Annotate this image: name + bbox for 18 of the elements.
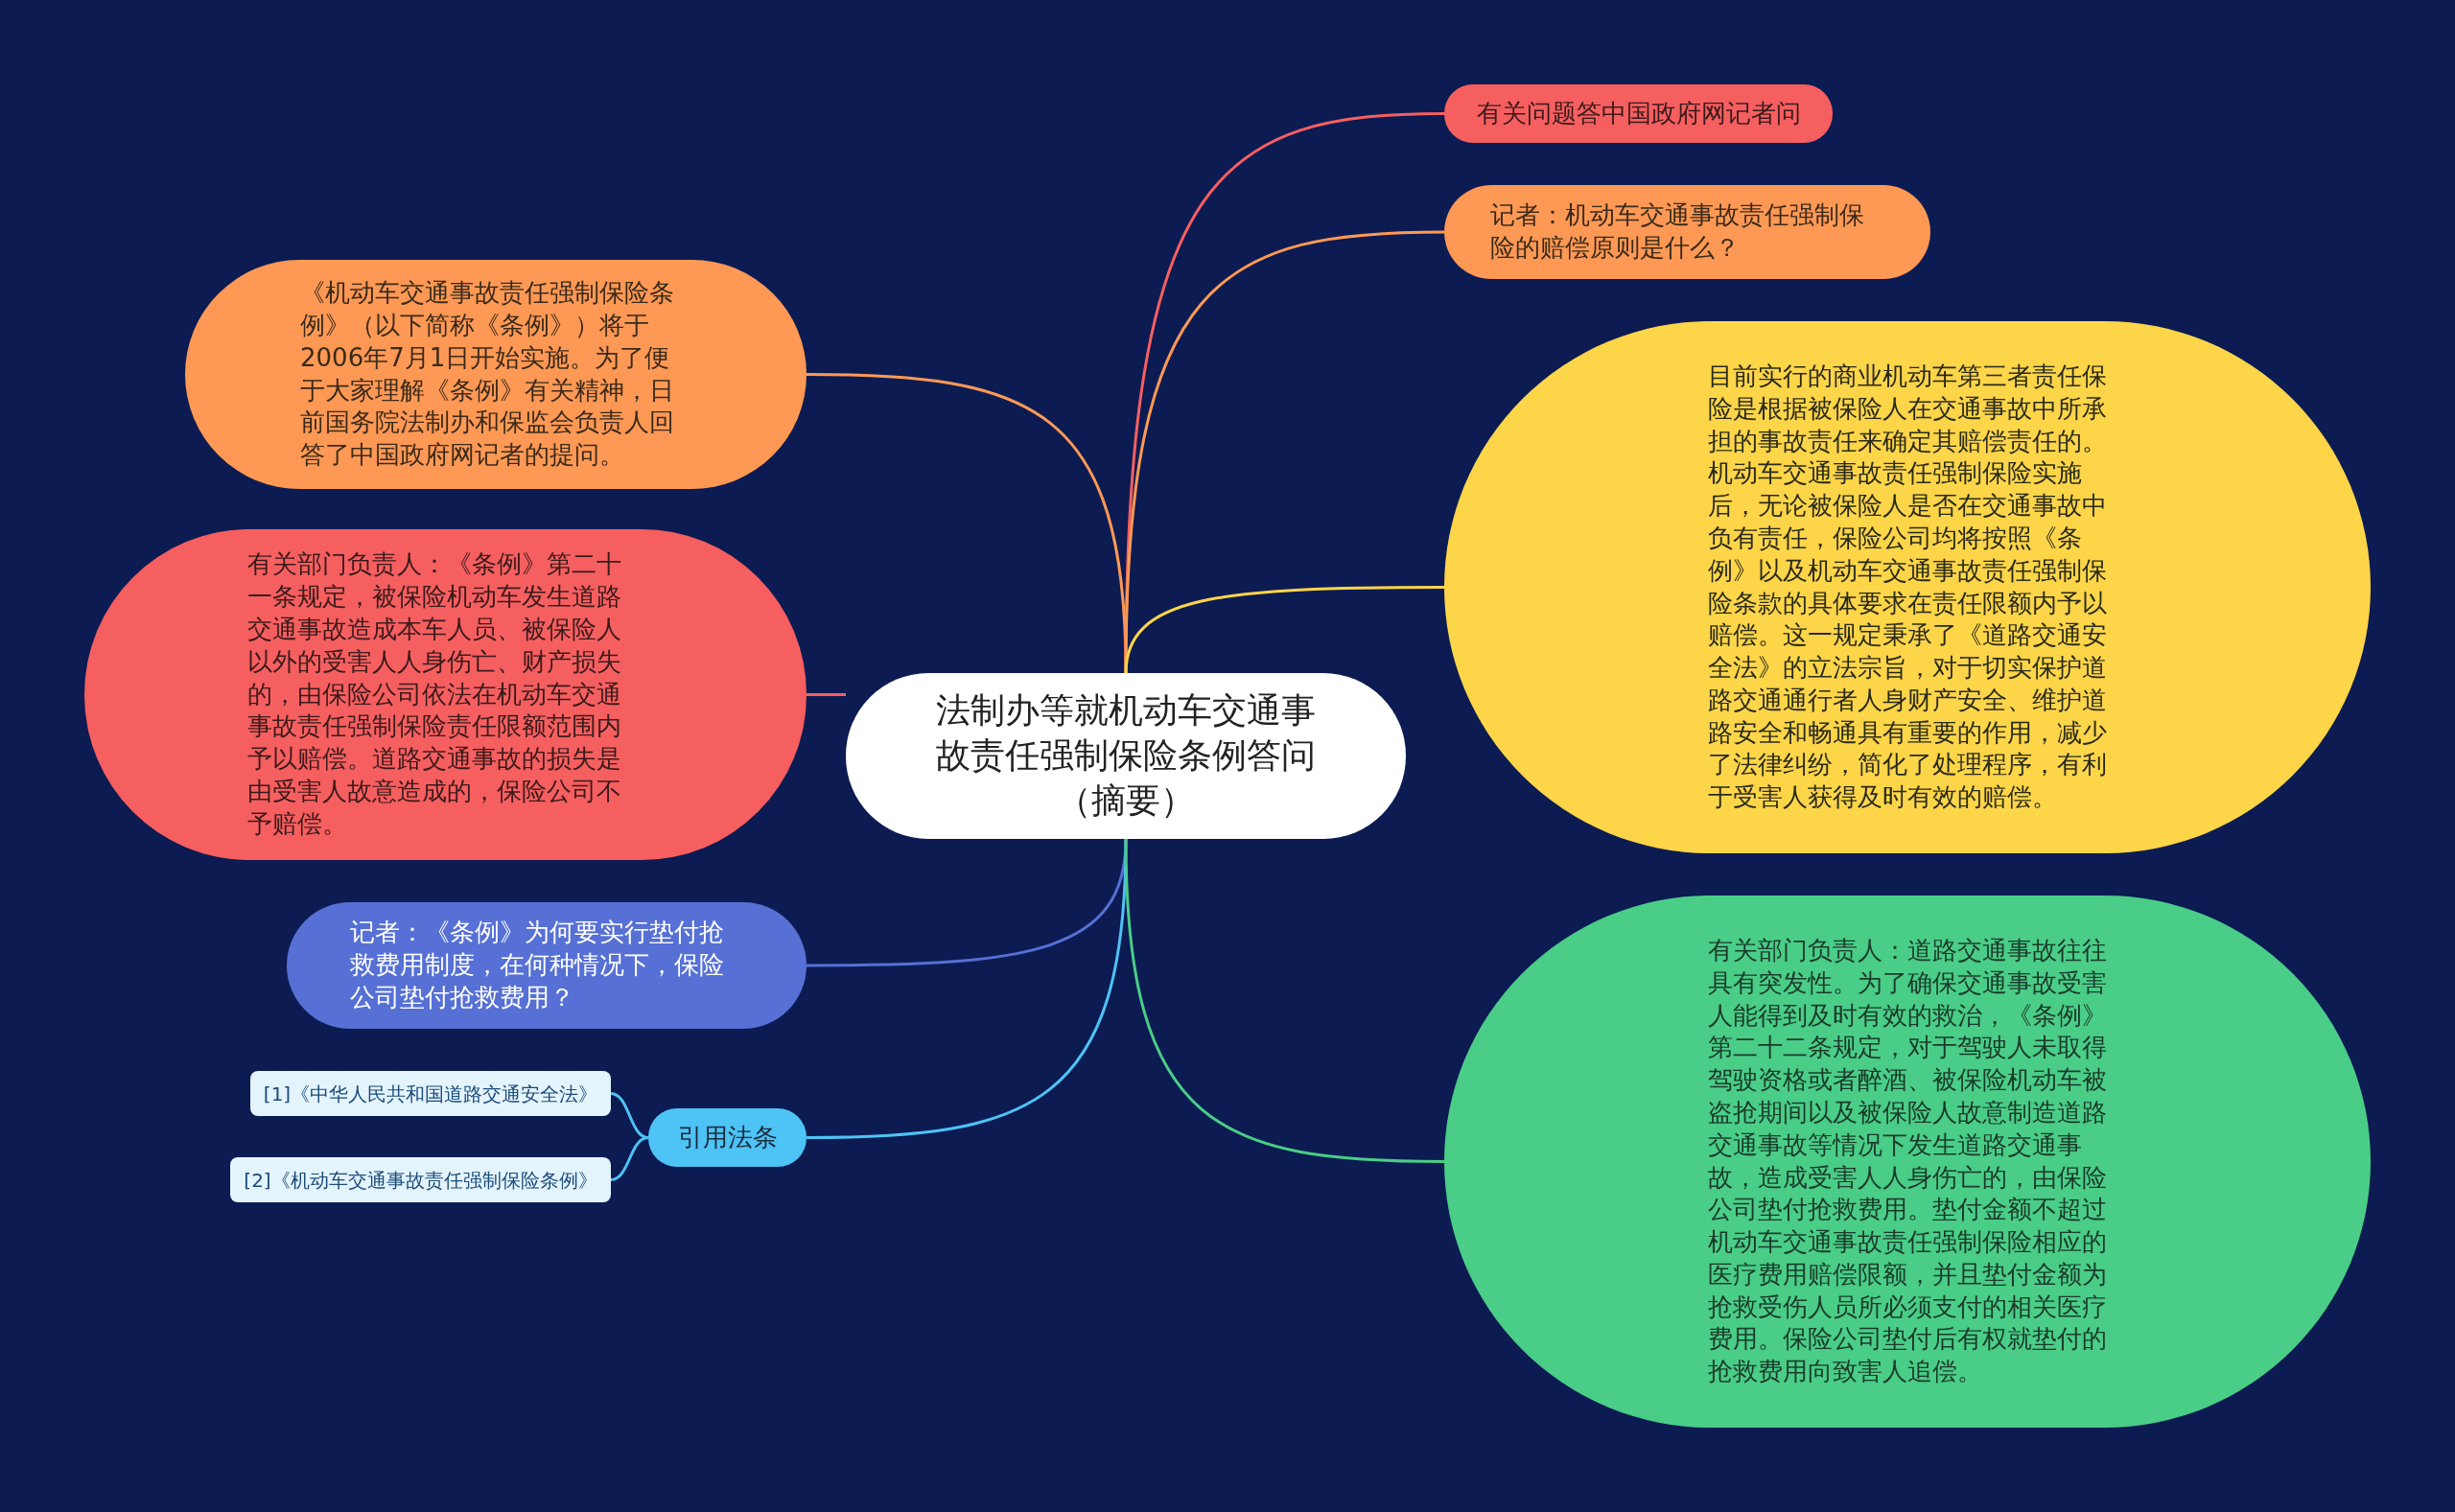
- connector-line: [806, 838, 1128, 1139]
- topic-bubble: 引用法条: [648, 1108, 807, 1167]
- topic-bubble: 有关部门负责人：《条例》第二十一条规定，被保险机动车发生道路交通事故造成本车人员、被保险人以外的受害人人身伤亡、财产损失的，由保险公司依法在机动车交通事故责任强制保险责任限额范围内予以赔偿。道路交通事故的损失是由受害人故意造成的，保险公司不予赔偿。: [84, 529, 807, 860]
- connector-line: [1124, 586, 1444, 674]
- topic-bubble: 有关问题答中国政府网记者问: [1444, 84, 1833, 143]
- topic-bubble: 《机动车交通事故责任强制保险条例》（以下简称《条例》）将于2006年7月1日开始实施。为了便于大家理解《条例》有关精神，日前国务院法制办和保监会负责人回答了中国政府网记者的提问。: [185, 260, 807, 489]
- connector-line: [807, 693, 846, 696]
- connector-line: [1124, 112, 1445, 674]
- connector-line: [610, 1136, 649, 1181]
- topic-bubble: 目前实行的商业机动车第三者责任保险是根据被保险人在交通事故中所承担的事故责任来确定其赔偿责任的。机动车交通事故责任强制保险实施后，无论被保险人是否在交通事故中负有责任，保险公司均将按照《条例》以及机动车交通事故责任强制保险条款的具体要求在责任限额内予以赔偿。这一规定秉承了《道路交通安全法》的立法宗旨，对于切实保护道路交通通行者人身财产安全、维护道路安全和畅通具有重要的作用，减少了法律纠纷，简化了处理程序，有利于受害人获得及时有效的赔偿。: [1444, 321, 2371, 853]
- connector-line: [1124, 838, 1445, 1163]
- topic-bubble: 记者：机动车交通事故责任强制保险的赔偿原则是什么？: [1444, 185, 1930, 279]
- connector-line: [1124, 230, 1445, 674]
- central-topic: 法制办等就机动车交通事故责任强制保险条例答问（摘要）: [846, 673, 1406, 839]
- reference-box: [1]《中华人民共和国道路交通安全法》: [250, 1071, 611, 1116]
- topic-bubble: 有关部门负责人：道路交通事故往往具有突发性。为了确保交通事故受害人能得到及时有效的救治，《条例》第二十二条规定，对于驾驶人未取得驾驶资格或者醉酒、被保险机动车被盗抢期间以及被保险人故意制造道路交通事故等情况下发生道路交通事故，造成受害人人身伤亡的，由保险公司垫付抢救费用。垫付金额不超过机动车交通事故责任强制保险相应的医疗费用赔偿限额，并且垫付金额为抢救受伤人员所必须支付的相关医疗费用。保险公司垫付后有权就垫付的抢救费用向致害人追偿。: [1444, 896, 2371, 1428]
- topic-bubble: 记者：《条例》为何要实行垫付抢救费用制度，在何种情况下，保险公司垫付抢救费用？: [287, 902, 807, 1029]
- reference-box: [2]《机动车交通事故责任强制保险条例》: [230, 1157, 611, 1202]
